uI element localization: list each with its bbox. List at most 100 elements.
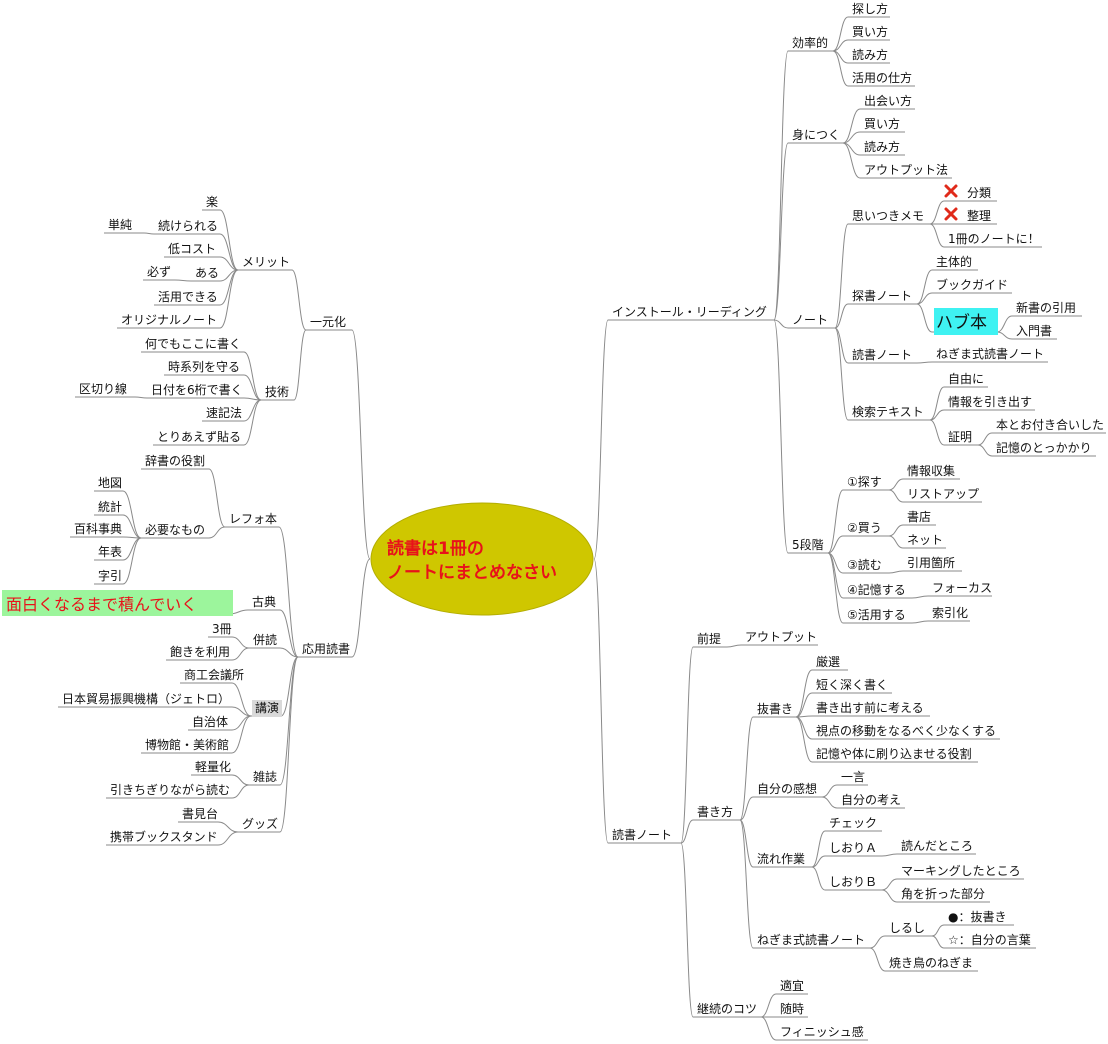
node-label-b13[interactable]: 分類 [967,186,991,200]
node-label-b45[interactable]: アウトプット [745,630,817,644]
node-label-b60[interactable]: しおりＢ [829,875,877,889]
node-label-b99[interactable]: 面白くなるまで積んでいく [6,595,197,614]
node-label-b27[interactable]: 証明 [948,430,972,444]
node-label-b71[interactable]: フィニッシュ感 [780,1024,864,1039]
node-label-b62[interactable]: 角を折った部分 [901,886,985,901]
node-label-b48[interactable]: 厳選 [816,655,840,669]
node-label-b51[interactable]: 視点の移動をなるべく少なくする [816,723,996,738]
node-label-b9[interactable]: 読み方 [864,139,900,154]
node-label-b31[interactable]: ①探す [847,475,882,489]
node-label-b63[interactable]: ねぎま式読書ノート [757,932,865,947]
node-label-b76[interactable]: 単純 [108,218,132,232]
node-label-b44[interactable]: 前提 [697,631,721,646]
node-label-b22[interactable]: 読書ノート [852,347,912,362]
node-label-b75[interactable]: 続けられる [158,219,218,233]
node-label-b70[interactable]: 随時 [780,1001,804,1016]
node-label-b1[interactable]: 効率的 [792,35,828,50]
node-label-b101[interactable]: 3冊 [212,622,232,636]
node-label-b89[interactable]: 応用読書 [302,641,350,656]
node-label-b85[interactable]: 日付を6桁で書く [151,383,243,397]
node-label-b87[interactable]: 速記法 [206,405,242,420]
node-label-b33[interactable]: リストアップ [907,487,979,501]
node-label-b28[interactable]: 本とお付き合いした [996,417,1104,432]
node-label-b26[interactable]: 情報を引き出す [948,395,1032,409]
node-label-b55[interactable]: 自分の考え [841,793,901,807]
node-label-b10[interactable]: アウトプット法 [864,163,948,177]
node-label-b20[interactable]: 新書の引用 [1016,300,1076,315]
node-label-b92[interactable]: 必要なもの [145,523,205,537]
node-label-b7[interactable]: 出会い方 [864,93,912,108]
node-label-b11[interactable]: ノート [792,313,828,327]
node-label-b49[interactable]: 短く深く書く [816,678,888,692]
node-label-b64[interactable]: しるし [889,921,925,935]
node-label-b107[interactable]: 博物館・美術館 [145,737,229,752]
node-label-b84[interactable]: 時系列を守る [168,360,240,374]
node-label-b77[interactable]: 低コスト [168,242,216,256]
node-label-b12[interactable]: 思いつきメモ [852,209,924,223]
node-label-b58[interactable]: しおりＡ [829,841,877,855]
node-label-b74[interactable]: 楽 [206,195,218,209]
node-label-b109[interactable]: 軽量化 [195,760,231,774]
node-label-b80[interactable]: 活用できる [158,290,218,304]
node-label-b91[interactable]: 辞書の役割 [145,453,205,468]
central-topic[interactable]: 読書は1冊の ノートにまとめなさい [370,502,594,616]
node-label-b53[interactable]: 自分の感想 [757,781,817,796]
node-label-b8[interactable]: 買い方 [864,116,900,131]
node-label-b108[interactable]: 雑誌 [253,769,277,784]
node-label-b110[interactable]: 引きちぎりながら読む [110,782,230,797]
node-label-b32[interactable]: 情報収集 [907,463,955,478]
node-label-b17[interactable]: 主体的 [936,254,972,269]
node-label-b105[interactable]: 日本貿易振興機構（ジェトロ） [62,691,230,706]
node-label-b68[interactable]: 継続のコツ [697,1001,757,1016]
node-label-b0[interactable]: インストール・リーディング [612,304,767,319]
node-label-b29[interactable]: 記憶のとっかかり [996,440,1092,455]
node-label-b95[interactable]: 百科事典 [74,522,122,536]
node-label-b46[interactable]: 書き方 [697,804,733,819]
node-label-b93[interactable]: 地図 [98,476,122,490]
node-label-b23[interactable]: ねぎま式読書ノート [936,346,1044,361]
node-label-b30[interactable]: 5段階 [792,537,824,552]
node-label-b113[interactable]: 携帯ブックスタンド [110,829,218,844]
node-label-b102[interactable]: 飽きを利用 [170,644,230,659]
node-label-b66[interactable]: ☆：自分の言葉 [948,933,1031,947]
node-label-b72[interactable]: 一元化 [310,315,346,329]
node-label-b34[interactable]: ②買う [847,521,882,535]
node-label-b52[interactable]: 記憶や体に刷り込ませる役割 [816,746,972,761]
node-label-b103[interactable]: 講演 [255,700,279,715]
node-label-b21[interactable]: 入門書 [1016,324,1052,338]
node-label-b24[interactable]: 検索テキスト [852,405,924,419]
node-label-b78[interactable]: ある [195,266,219,280]
node-label-b38[interactable]: 引用箇所 [907,556,955,570]
node-label-b19[interactable]: ハブ本 [936,312,987,333]
node-label-b97[interactable]: 字引 [98,568,122,583]
node-label-b39[interactable]: ④記憶する [847,582,906,597]
node-label-b54[interactable]: 一言 [841,770,865,784]
node-label-b47[interactable]: 抜書き [757,702,793,716]
node-label-b59[interactable]: 読んだところ [901,838,973,853]
node-label-b112[interactable]: 書見台 [182,806,218,821]
node-label-b73[interactable]: メリット [242,255,290,269]
node-label-b4[interactable]: 読み方 [852,47,888,62]
node-label-b61[interactable]: マーキングしたところ [901,864,1021,878]
node-label-b43[interactable]: 読書ノート [612,827,672,842]
node-label-b5[interactable]: 活用の仕方 [852,70,912,85]
node-label-b50[interactable]: 書き出す前に考える [816,700,924,715]
node-label-b67[interactable]: 焼き鳥のねぎま [889,955,973,970]
node-label-b94[interactable]: 統計 [98,499,122,514]
node-label-b42[interactable]: 索引化 [932,606,968,620]
node-label-b90[interactable]: レフォ本 [229,512,277,526]
node-label-b65[interactable]: ●：抜書き [948,910,1006,924]
node-label-b57[interactable]: チェック [829,816,877,830]
node-label-b69[interactable]: 適宜 [780,978,804,993]
node-label-b100[interactable]: 併読 [253,632,277,647]
node-label-b86[interactable]: 区切り線 [79,381,127,396]
node-label-b35[interactable]: 書店 [907,510,931,524]
node-label-b81[interactable]: オリジナルノート [121,313,217,327]
node-label-b111[interactable]: グッズ [242,816,278,831]
node-label-b40[interactable]: フォーカス [932,581,992,595]
node-label-b2[interactable]: 探し方 [852,1,888,16]
node-label-b41[interactable]: ⑤活用する [847,608,906,622]
node-label-b104[interactable]: 商工会議所 [184,667,244,682]
node-label-b14[interactable]: 整理 [967,208,991,223]
node-label-b15[interactable]: 1冊のノートに！ [948,232,1040,246]
